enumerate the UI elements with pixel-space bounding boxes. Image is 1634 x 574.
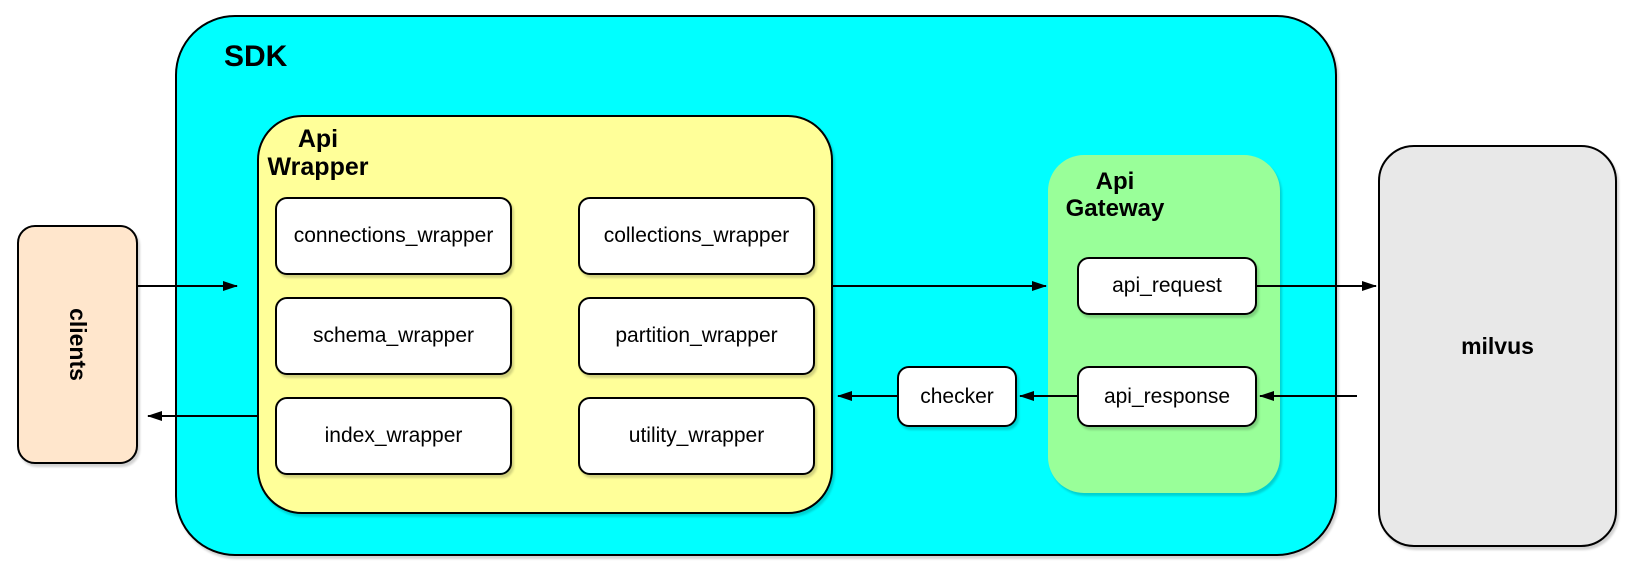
schema-wrapper-node: schema_wrapper xyxy=(275,297,512,375)
clients-node: clients xyxy=(17,225,138,464)
api-gateway-label: Api Gateway xyxy=(1065,168,1165,222)
milvus-label: milvus xyxy=(1461,332,1534,359)
collections-wrapper-node: collections_wrapper xyxy=(578,197,815,275)
api-wrapper-label: Api Wrapper xyxy=(267,125,369,181)
sdk-label: SDK xyxy=(224,40,288,73)
connections-wrapper-node: connections_wrapper xyxy=(275,197,512,275)
api-gateway-container: Api Gateway xyxy=(1048,155,1280,493)
api-response-node: api_response xyxy=(1077,366,1257,427)
milvus-node: milvus xyxy=(1378,145,1617,547)
clients-label: clients xyxy=(65,308,91,381)
partition-wrapper-node: partition_wrapper xyxy=(578,297,815,375)
index-wrapper-node: index_wrapper xyxy=(275,397,512,475)
checker-node: checker xyxy=(897,366,1017,427)
utility-wrapper-node: utility_wrapper xyxy=(578,397,815,475)
api-request-node: api_request xyxy=(1077,257,1257,315)
